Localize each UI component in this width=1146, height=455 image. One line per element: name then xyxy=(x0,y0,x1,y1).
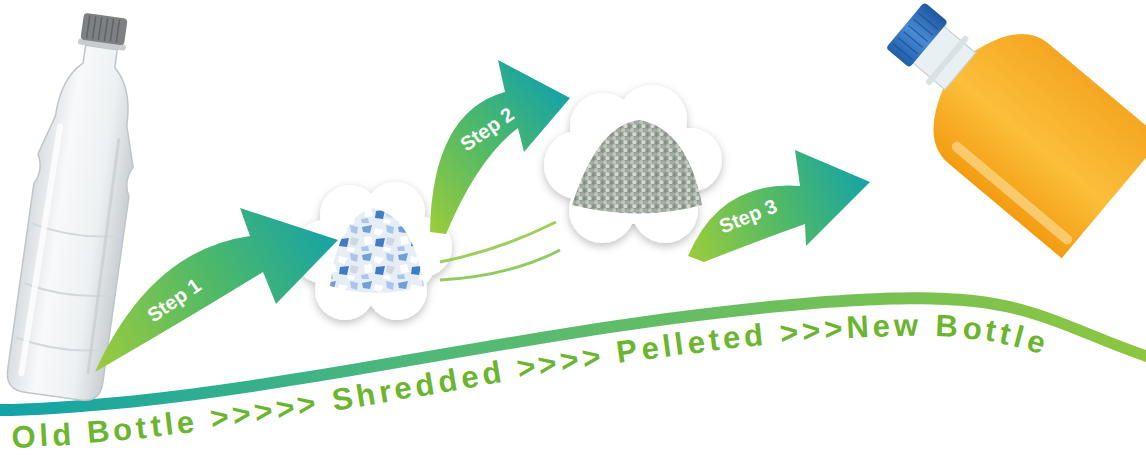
letter: > xyxy=(295,388,318,421)
letter: d xyxy=(479,356,503,390)
step-label: Step 2 xyxy=(456,103,518,155)
letter xyxy=(766,318,778,350)
letter: d xyxy=(743,319,765,352)
letter: e xyxy=(1023,324,1049,359)
letter: l xyxy=(673,328,686,360)
letter: d xyxy=(51,419,72,451)
letter: P xyxy=(615,335,640,369)
letter: t xyxy=(998,317,1014,349)
flow-band xyxy=(440,250,560,280)
letter: e xyxy=(872,310,890,342)
letter: > xyxy=(514,351,537,385)
letter: o xyxy=(112,413,134,446)
step-arrow xyxy=(95,208,338,372)
letter: t xyxy=(134,412,148,444)
letter: > xyxy=(536,347,559,381)
letter xyxy=(923,310,932,341)
letter: B xyxy=(86,415,111,448)
letter: B xyxy=(935,310,959,342)
letter: w xyxy=(894,310,918,341)
letter: e xyxy=(458,360,480,393)
letter: O xyxy=(11,421,36,453)
letter: > xyxy=(823,313,843,345)
letter: d xyxy=(436,364,460,398)
letter: h xyxy=(354,378,378,412)
letter: N xyxy=(845,311,869,343)
letter: > xyxy=(230,398,252,431)
letter: t xyxy=(984,314,999,346)
step-arrow xyxy=(430,60,570,234)
letter: S xyxy=(329,382,355,416)
letter: e xyxy=(721,322,742,355)
letter: e xyxy=(175,406,196,439)
letter: > xyxy=(208,401,230,434)
letter: > xyxy=(580,340,603,373)
flow-band xyxy=(440,222,556,262)
letter: d xyxy=(413,368,437,402)
letter: > xyxy=(801,314,822,346)
letter: l xyxy=(1011,320,1027,352)
letter: o xyxy=(961,312,983,345)
letter: > xyxy=(273,391,296,424)
letter: > xyxy=(558,344,581,377)
letter: l xyxy=(39,420,49,451)
step-label: Step 3 xyxy=(716,195,780,238)
new-bottle xyxy=(855,0,1146,258)
letter xyxy=(196,404,209,436)
letter xyxy=(74,418,85,450)
letter: e xyxy=(639,332,660,365)
letter: t xyxy=(707,324,721,356)
letter: > xyxy=(778,316,799,348)
letter: e xyxy=(686,326,707,359)
letter xyxy=(317,386,331,418)
letter xyxy=(502,354,516,386)
letter: e xyxy=(392,372,414,405)
pellets-cloud xyxy=(544,85,722,243)
letter xyxy=(602,338,615,370)
text-track xyxy=(12,336,1134,448)
letter: r xyxy=(376,375,393,408)
letter: t xyxy=(148,410,162,442)
letter: l xyxy=(163,408,175,440)
letter: l xyxy=(660,330,673,362)
step-label: Step 1 xyxy=(143,274,205,326)
step-arrow xyxy=(688,150,870,262)
letter: > xyxy=(252,395,275,428)
